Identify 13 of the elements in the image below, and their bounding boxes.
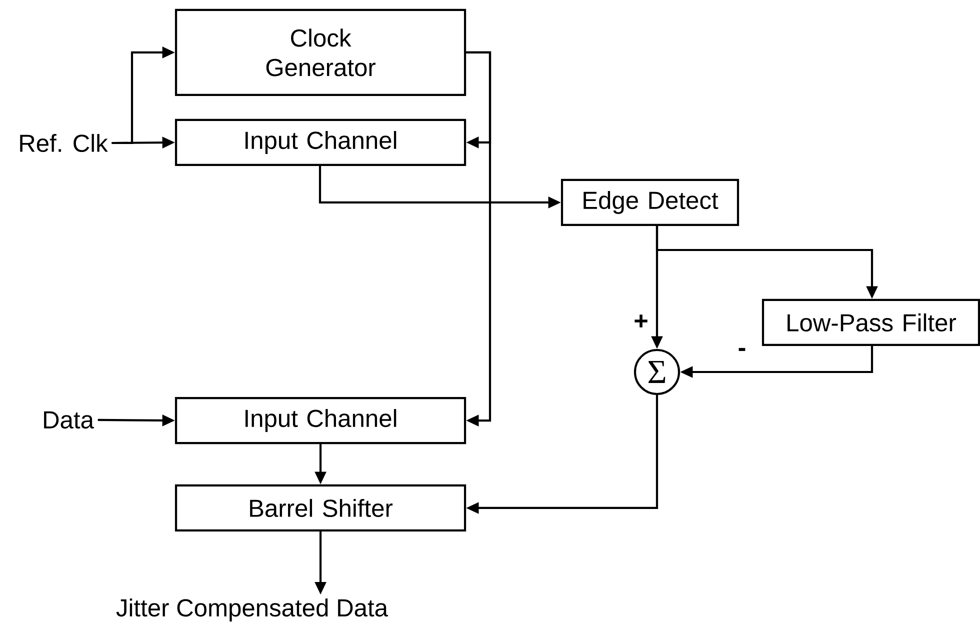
edge-label: + [634, 314, 648, 328]
block-box: Low-Pass Filter [762, 298, 980, 346]
signal-label: Jitter Compensated Data [116, 598, 388, 622]
block-box: Input Channel [174, 396, 466, 444]
signal-label: Data [44, 411, 94, 429]
block-box: Barrel Shifter [174, 484, 466, 532]
edge-label: - [738, 348, 746, 351]
block-box: Clock Generator [174, 8, 466, 96]
summing-junction: Σ [634, 348, 680, 396]
block-box: Edge Detect [560, 178, 740, 226]
arrow [466, 51, 492, 426]
signal-label: Ref. Clk [20, 134, 108, 152]
block-box: Input Channel [174, 118, 466, 166]
